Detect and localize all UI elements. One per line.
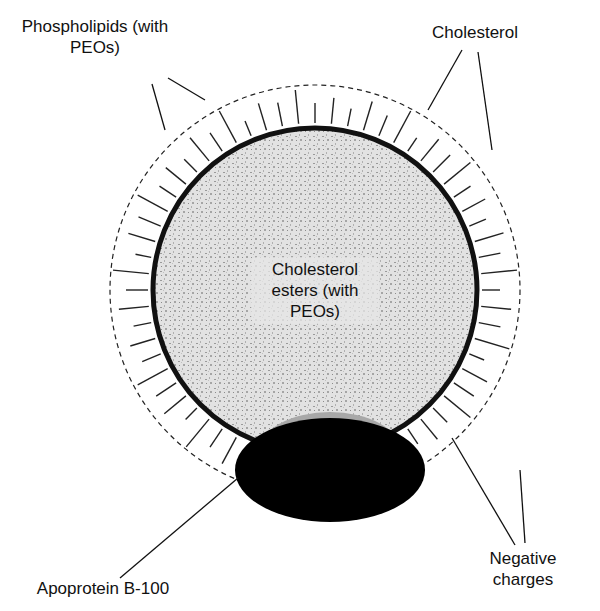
cholesterol-label: Cholesterol — [420, 22, 530, 43]
core-label: Cholesterol esters (with PEOs) — [251, 257, 379, 324]
apoprotein-b100-shape — [235, 418, 425, 522]
charge-label: Negative charges — [468, 548, 578, 590]
phospholipid-label: Phospholipids (with PEOs) — [20, 16, 170, 58]
leader-lines — [120, 50, 525, 578]
apoprotein-label: Apoprotein B-100 — [8, 578, 198, 599]
lipid-core-circle: Cholesterol esters (with PEOs) — [150, 125, 480, 455]
